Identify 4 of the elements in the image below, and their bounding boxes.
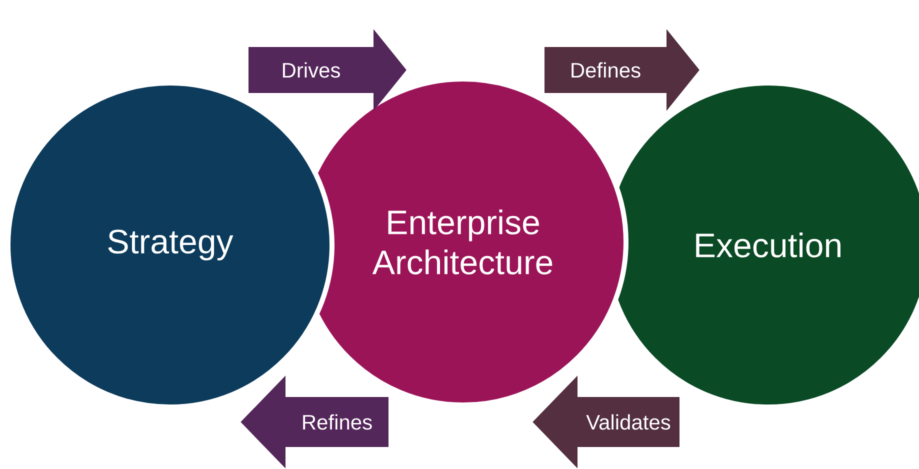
edge-label: Defines <box>572 62 640 78</box>
edge-label: Validates <box>586 414 670 430</box>
edge-label: Drives <box>282 62 340 78</box>
edge-label: Refines <box>303 414 372 430</box>
